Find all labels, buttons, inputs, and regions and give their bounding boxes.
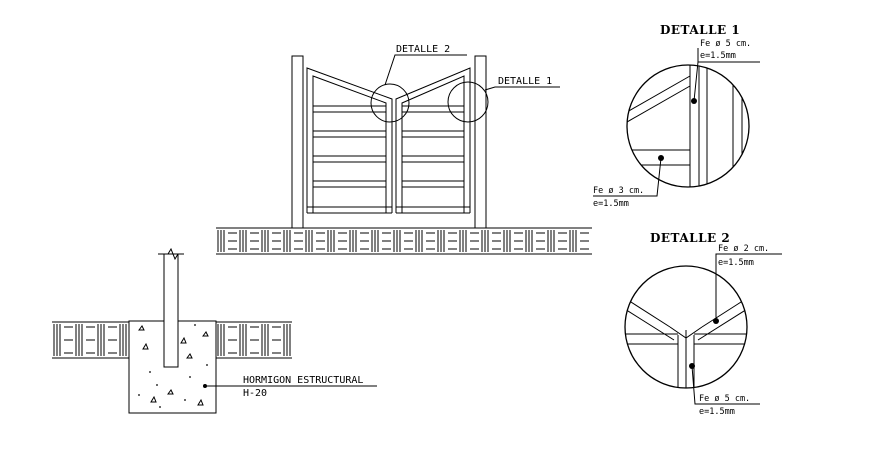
- footing-ground-strip: [52, 321, 292, 359]
- aggregate-dots: [138, 324, 208, 408]
- footing-grade-label: H-20: [243, 388, 267, 399]
- detail-2-top-size: Fe ø 2 cm.: [718, 244, 769, 254]
- detail-2-bottom-size: Fe ø 5 cm.: [699, 394, 750, 404]
- detail-1-bottom-thickness: e=1.5mm: [593, 199, 629, 209]
- detail-1-bottom-leader: [593, 157, 662, 197]
- left-gate-leaf: [306, 67, 393, 214]
- left-post: [291, 55, 304, 229]
- footing-material-label: HORMIGON ESTRUCTURAL: [243, 375, 363, 386]
- detail-1-leader: [484, 86, 560, 91]
- detail-1-top-size: Fe ø 5 cm.: [700, 39, 751, 49]
- detail-2-bottom-leader: [691, 365, 760, 405]
- right-post: [474, 55, 487, 229]
- detail-2-top-leader: [715, 253, 782, 321]
- detail-1-bottom-size: Fe ø 3 cm.: [593, 186, 644, 196]
- detail-2-circle: [370, 83, 410, 123]
- detail-2-top-thickness: e=1.5mm: [718, 258, 754, 268]
- detail-2-title: DETALLE 2: [650, 231, 730, 245]
- detail-1-callout: DETALLE 1: [498, 76, 552, 87]
- detail-2-leader: [384, 54, 467, 86]
- detail-2: DETALLE 2 Fe ø 2 cm. e=1.5mm Fe: [624, 231, 782, 417]
- right-gate-leaf: [395, 67, 471, 214]
- detail-1-circle: [447, 81, 489, 123]
- ground-strip: [216, 227, 592, 255]
- detail-2-bottom-thickness: e=1.5mm: [699, 407, 735, 417]
- detail-2-callout: DETALLE 2: [396, 44, 450, 55]
- detail-1-circle-frame: [626, 64, 750, 188]
- detail-2-content: [625, 294, 747, 388]
- detail-1-title: DETALLE 1: [660, 23, 740, 37]
- gate-elevation: DETALLE 2 DETALLE 1: [216, 44, 592, 255]
- break-line: [158, 247, 184, 261]
- detail-1: DETALLE 1 Fe ø 5 cm. e=1.5mm Fe ø 3 cm. …: [593, 23, 760, 209]
- aggregate-marks: [138, 325, 209, 406]
- detail-1-top-thickness: e=1.5mm: [700, 51, 736, 61]
- footing-post: [163, 253, 179, 368]
- detail-1-top-leader: [693, 61, 760, 102]
- footing-section: HORMIGON ESTRUCTURAL H-20: [52, 247, 377, 414]
